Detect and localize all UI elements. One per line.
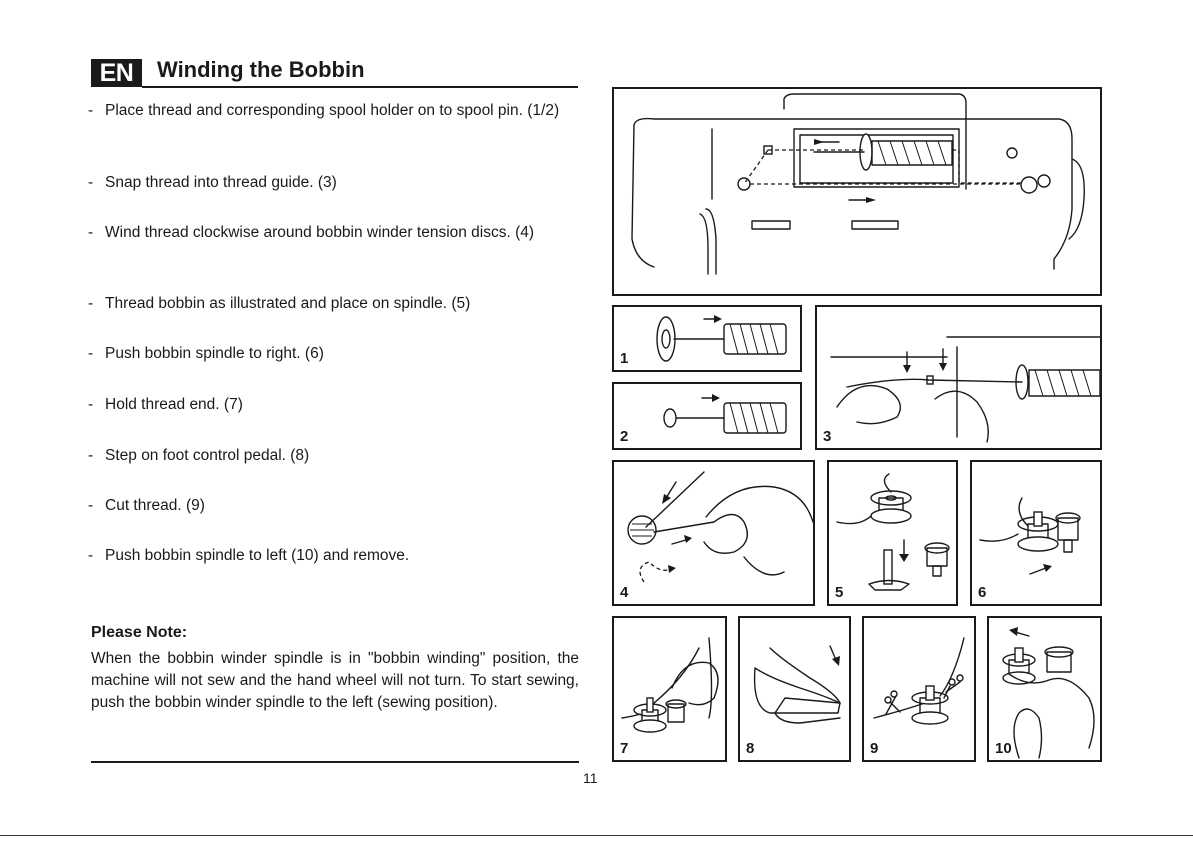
step-item: - Push bobbin spindle to left (10) and r… [88, 545, 583, 566]
figure-10: 10 [987, 616, 1102, 762]
page-title: Winding the Bobbin [157, 57, 365, 82]
page-number: 11 [583, 770, 598, 786]
step-text: Step on foot control pedal. (8) [105, 447, 310, 464]
spindle-right-illustration [979, 497, 1081, 575]
step-dash: - [88, 547, 94, 564]
step-item: - Hold thread end. (7) [88, 394, 583, 415]
bobbin-on-spindle-illustration [836, 473, 950, 591]
figure-1: 1 [612, 305, 802, 372]
tension-disc-illustration [627, 471, 813, 583]
step-dash: - [88, 497, 94, 514]
figure-number: 4 [620, 584, 631, 602]
figure-6: 6 [970, 460, 1102, 606]
step-text: Thread bobbin as illustrated and place o… [105, 295, 471, 312]
figure-main [612, 87, 1102, 296]
step-text: Cut thread. (9) [105, 497, 205, 514]
figure-number: 2 [620, 428, 631, 446]
figure-number: 6 [978, 584, 989, 602]
spool-holder-large-illustration [656, 315, 787, 362]
step-dash: - [88, 224, 94, 241]
step-dash: - [88, 295, 94, 312]
step-text: Place thread and corresponding spool hol… [105, 102, 560, 119]
note-body: When the bobbin winder spindle is in "bo… [91, 650, 579, 711]
step-dash: - [88, 396, 94, 413]
title-underline [142, 86, 578, 88]
figure-number: 8 [746, 740, 757, 758]
step-text: Hold thread end. (7) [105, 396, 243, 413]
figure-2: 2 [612, 382, 802, 450]
step-item: - Step on foot control pedal. (8) [88, 445, 583, 466]
footer-line [0, 835, 1193, 836]
bottom-divider [91, 761, 579, 763]
cut-thread-illustration [873, 637, 965, 725]
note-block: Please Note: When the bobbin winder spin… [91, 622, 579, 714]
step-dash: - [88, 102, 94, 119]
step-dash: - [88, 345, 94, 362]
step-text: Snap thread into thread guide. (3) [105, 174, 337, 191]
figure-number: 5 [835, 584, 846, 602]
step-item: - Thread bobbin as illustrated and place… [88, 293, 583, 314]
figure-3: 3 [815, 305, 1102, 450]
figure-9: 9 [862, 616, 976, 762]
figure-7: 7 [612, 616, 727, 762]
sewing-machine-top-illustration [631, 93, 1085, 275]
step-text: Push bobbin spindle to right. (6) [105, 345, 324, 362]
figure-5: 5 [827, 460, 958, 606]
remove-bobbin-illustration [1002, 627, 1095, 759]
step-text: Push bobbin spindle to left (10) and rem… [105, 547, 410, 564]
thread-guide-illustration [830, 336, 1100, 443]
foot-pedal-illustration [753, 645, 841, 724]
figure-number: 1 [620, 350, 631, 368]
step-item: - Snap thread into thread guide. (3) [88, 172, 583, 193]
section-header: EN Winding the Bobbin [91, 57, 578, 89]
step-item: - Push bobbin spindle to right. (6) [88, 343, 583, 364]
step-text: Wind thread clockwise around bobbin wind… [105, 224, 535, 241]
figure-8: 8 [738, 616, 851, 762]
note-heading: Please Note: [91, 624, 188, 641]
figure-number: 9 [870, 740, 881, 758]
spool-holder-small-illustration [663, 394, 787, 434]
hold-thread-illustration [621, 637, 719, 733]
step-item: - Cut thread. (9) [88, 495, 583, 516]
figure-number: 10 [995, 740, 1014, 758]
step-item: - Wind thread clockwise around bobbin wi… [88, 222, 583, 243]
figure-number: 7 [620, 740, 631, 758]
figure-number: 3 [823, 428, 834, 446]
figure-4: 4 [612, 460, 815, 606]
step-dash: - [88, 174, 94, 191]
step-item: - Place thread and corresponding spool h… [88, 100, 583, 121]
language-badge: EN [91, 59, 142, 87]
step-dash: - [88, 447, 94, 464]
